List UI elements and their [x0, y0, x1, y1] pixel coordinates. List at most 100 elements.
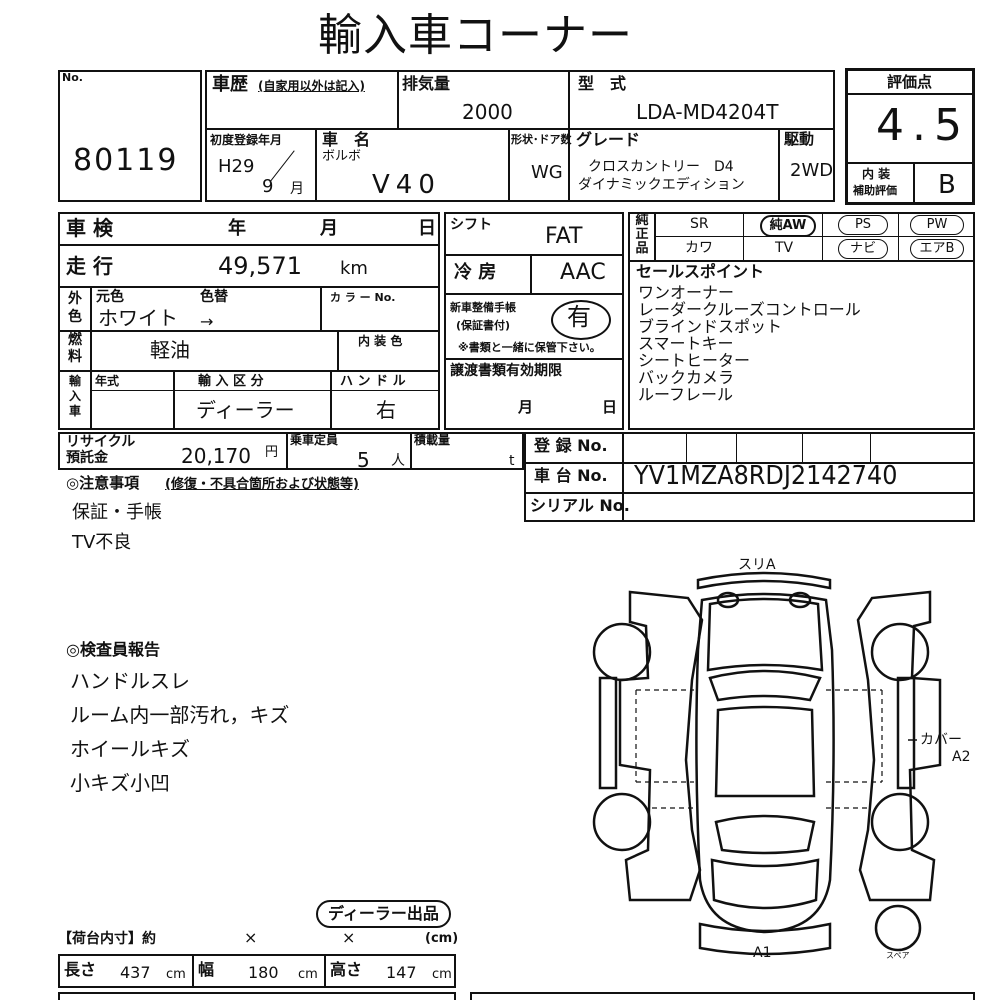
registration-label: 登 録 No.: [534, 436, 608, 455]
bottom-frame-left: [58, 992, 456, 1000]
color-arrow: →: [200, 312, 214, 331]
width-label: 幅: [198, 960, 215, 979]
diagram-spare-label: スペア: [886, 951, 910, 960]
number-value: 80119: [73, 143, 179, 178]
evaluation-score: 4.5: [876, 100, 970, 151]
body-type-value: WG: [531, 162, 563, 183]
recycle-value: 20,170: [181, 444, 251, 468]
sales-point-item: ルーフレール: [638, 385, 734, 404]
maintenance-label-1: 新車整備手帳: [450, 301, 516, 314]
first-registration-month-unit: 月: [290, 181, 304, 197]
model-value: LDA-MD4204T: [636, 100, 779, 124]
equip-leather: カワ: [685, 240, 713, 256]
shift-label: シフト: [450, 217, 492, 233]
grade-line2: ダイナミックエディション: [578, 177, 745, 193]
color-label-2: 色: [68, 309, 82, 325]
inspection-day: 日: [418, 218, 436, 239]
drive-label: 駆動: [784, 130, 815, 148]
equip-sr: SR: [690, 216, 709, 232]
displacement-label: 排気量: [402, 74, 451, 93]
model-label: 型 式: [578, 74, 627, 93]
number-bracket: [58, 70, 202, 202]
aircon-label: 冷 房: [454, 262, 497, 283]
mileage-unit: km: [340, 258, 368, 279]
equip-airbag: エアB: [910, 239, 964, 259]
serial-label: シリアル No.: [530, 496, 630, 515]
equipment-sales-box: [628, 212, 975, 430]
dealer-stamp: ディーラー出品: [316, 900, 451, 928]
import-type-value: ディーラー: [196, 398, 295, 422]
cargo-times-2: ×: [342, 928, 356, 947]
history-label: 車歴: [212, 74, 248, 95]
maintenance-value: 有: [567, 303, 591, 331]
displacement-value: 2000: [462, 100, 513, 124]
inspector-item: ホイールキズ: [70, 737, 190, 761]
sales-point-item: バックカメラ: [638, 368, 735, 387]
cargo-label: 【荷台内寸】約: [58, 931, 156, 947]
drive-value: 2WD: [790, 160, 834, 181]
registration-table: [524, 432, 975, 522]
equip-power-steering: PS: [838, 215, 888, 235]
transfer-month: 月: [518, 398, 534, 416]
interior-eval-label-1: 内 装: [862, 167, 891, 181]
length-value: 437: [120, 963, 151, 982]
recycle-label-1: リサイクル: [66, 434, 136, 450]
import-type-label: 輸 入 区 分: [198, 374, 264, 389]
aircon-value: AAC: [560, 260, 606, 285]
body-type-label: 形状･ドア数: [511, 133, 572, 146]
chassis-label: 車 台 No.: [534, 466, 608, 485]
diagram-side-mark-1: カバー: [920, 732, 962, 748]
grade-line1: クロスカントリー D4: [588, 159, 734, 175]
capacity-unit: 人: [391, 453, 405, 469]
sales-points-label: セールスポイント: [636, 262, 765, 281]
color-code-label: カ ラ ー No.: [330, 291, 396, 304]
notes-subheading: (修復・不具合箇所および状態等): [165, 477, 359, 492]
car-name-label: 車 名: [322, 130, 371, 149]
sales-point-item: ワンオーナー: [638, 283, 735, 302]
width-unit: cm: [298, 967, 318, 982]
mileage-value: 49,571: [218, 252, 302, 280]
height-unit: cm: [432, 967, 452, 982]
page-title: 輸入車コーナー: [318, 10, 633, 61]
width-value: 180: [248, 963, 279, 982]
recycle-label-2: 預託金: [66, 450, 108, 466]
notes-item: TV不良: [72, 532, 132, 553]
height-label: 高さ: [330, 960, 363, 979]
inspector-item: ハンドルスレ: [70, 669, 190, 693]
interior-color-label: 内 装 色: [358, 334, 403, 348]
equip-power-window: PW: [910, 215, 964, 235]
maintenance-value-circle: [551, 300, 611, 340]
car-damage-diagram: [592, 571, 942, 956]
transfer-day: 日: [602, 398, 618, 416]
diagram-rear-mark: A1: [753, 945, 772, 961]
notes-heading: ◎注意事項: [66, 474, 140, 492]
color-change-label: 色替: [200, 289, 228, 305]
inspector-item: 小キズ小凹: [70, 771, 170, 795]
color-original-label: 元色: [96, 289, 124, 305]
grade-label: グレード: [576, 130, 641, 149]
sales-point-item: スマートキー: [638, 334, 734, 353]
transfer-label: 譲渡書類有効期限: [450, 363, 562, 379]
equip-navigation: ナビ: [838, 239, 888, 259]
car-name-maker: ボルボ: [322, 149, 362, 164]
equip-tv: TV: [775, 240, 794, 256]
import-label-2: 入: [69, 389, 82, 403]
equip-alloy-wheel: 純AW: [760, 215, 816, 237]
capacity-value: 5: [357, 448, 370, 472]
inspection-label: 車 検: [66, 216, 113, 240]
inspector-item: ルーム内一部汚れ，キズ: [70, 703, 290, 727]
inspection-year: 年: [228, 218, 246, 239]
length-label: 長さ: [64, 960, 97, 979]
fuel-label-2: 料: [68, 349, 82, 365]
import-label-3: 車: [69, 404, 82, 418]
load-unit: t: [509, 453, 515, 469]
import-label-1: 輸: [69, 374, 82, 388]
import-year-label: 年式: [95, 374, 120, 388]
first-registration-year: H29: [218, 156, 255, 177]
first-registration-month: 9: [262, 176, 274, 197]
spec-table-middle: [444, 212, 624, 430]
fuel-value: 軽油: [150, 338, 190, 362]
first-registration-label: 初度登録年月: [210, 133, 283, 147]
evaluation-box: [845, 68, 975, 205]
sales-point-item: レーダークルーズコントロール: [638, 300, 861, 319]
